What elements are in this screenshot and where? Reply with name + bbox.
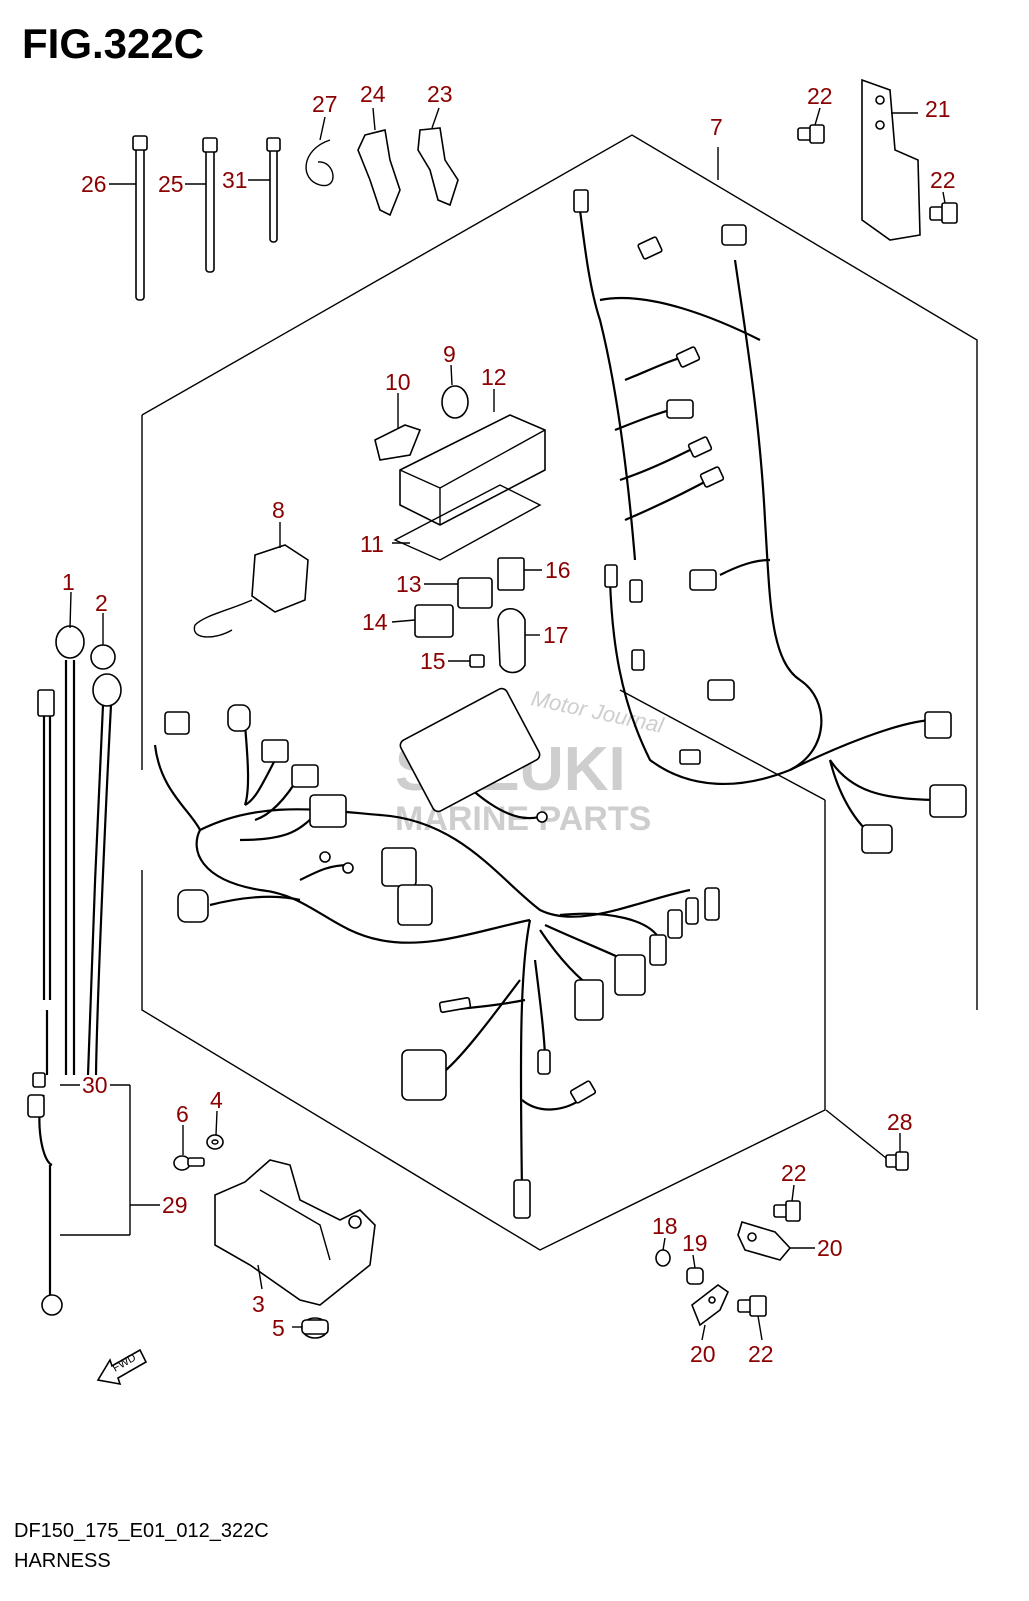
callout-22c: 22 — [781, 1160, 807, 1186]
callout-22b: 22 — [930, 167, 956, 193]
callout-24: 24 — [360, 81, 386, 107]
callout-20b: 20 — [690, 1341, 716, 1367]
figure-title: FIG.322C — [22, 20, 205, 67]
harness-connectors — [164, 189, 967, 1219]
callout-17: 17 — [543, 622, 569, 648]
callout-15: 15 — [420, 648, 446, 674]
callout-2: 2 — [95, 590, 108, 616]
callout-13: 13 — [396, 571, 422, 597]
callout-30: 30 — [82, 1072, 108, 1098]
callout-8: 8 — [272, 497, 285, 523]
fwd-arrow-icon: FWD — [96, 1348, 148, 1386]
relay-8 — [193, 544, 309, 638]
callout-9: 9 — [443, 341, 456, 367]
bracket-3 — [214, 1159, 376, 1306]
callout-5: 5 — [272, 1315, 285, 1341]
callout-1: 1 — [62, 569, 75, 595]
fuse-box-12 — [399, 414, 546, 526]
callout-28: 28 — [887, 1109, 913, 1135]
callout-19: 19 — [682, 1230, 708, 1256]
clamp-20-upper — [737, 1221, 792, 1261]
cap-2 — [90, 644, 116, 670]
clip-27 — [305, 139, 334, 187]
clamp-23 — [417, 127, 459, 207]
bracket-21 — [861, 78, 921, 241]
callout-20a: 20 — [817, 1235, 843, 1261]
callout-22d: 22 — [748, 1341, 774, 1367]
washer-18 — [655, 1249, 671, 1267]
callout-29: 29 — [162, 1192, 188, 1218]
callouts: 1 2 3 4 5 6 7 8 9 10 11 12 13 14 15 16 1… — [62, 81, 956, 1367]
callout-10: 10 — [385, 369, 411, 395]
bolt-22-top — [797, 124, 825, 144]
leader-lines — [60, 107, 946, 1341]
cable-tie-25 — [202, 137, 218, 273]
bolt-22-right — [929, 202, 958, 224]
cable-tie-26 — [132, 135, 148, 301]
watermark-script: Motor Journal — [529, 685, 667, 738]
washer-4 — [206, 1134, 224, 1150]
callout-3: 3 — [252, 1291, 265, 1317]
battery-cable-1 — [55, 625, 85, 1075]
callout-27: 27 — [312, 91, 338, 117]
nut-19 — [686, 1267, 704, 1285]
fuse-16 — [497, 557, 525, 591]
clamp-24 — [357, 129, 401, 217]
callout-26: 26 — [81, 171, 107, 197]
callout-12: 12 — [481, 364, 507, 390]
callout-16: 16 — [545, 557, 571, 583]
clamp-20-lower — [691, 1284, 729, 1327]
callout-18: 18 — [652, 1213, 678, 1239]
callout-22a: 22 — [807, 83, 833, 109]
seal-11 — [393, 484, 542, 561]
relay-13 — [457, 577, 493, 609]
cover-17 — [497, 607, 526, 674]
callout-31: 31 — [222, 167, 248, 193]
bolt-28 — [885, 1151, 909, 1171]
relay-14 — [414, 604, 454, 638]
callout-4: 4 — [210, 1087, 223, 1113]
figure-code: DF150_175_E01_012_322C — [14, 1520, 269, 1542]
grommet-9 — [441, 385, 469, 419]
cable-terminal — [86, 673, 122, 1076]
figure-name: HARNESS — [14, 1550, 111, 1572]
battery-cable-30 — [27, 689, 63, 1316]
grommet-5 — [301, 1317, 329, 1339]
screw-6 — [173, 1155, 205, 1171]
fuse-15 — [469, 654, 485, 668]
callout-11: 11 — [360, 531, 384, 557]
callout-21: 21 — [925, 96, 951, 122]
callout-7: 7 — [710, 114, 723, 140]
cable-tie-31 — [266, 137, 281, 243]
clip-10 — [374, 424, 422, 461]
callout-25: 25 — [158, 171, 184, 197]
callout-23: 23 — [427, 81, 453, 107]
callout-14: 14 — [362, 609, 388, 635]
bolt-22-bottom — [737, 1295, 767, 1317]
harness-frame — [141, 134, 978, 1251]
bolt-22-mid — [773, 1200, 801, 1222]
callout-6: 6 — [176, 1101, 189, 1127]
